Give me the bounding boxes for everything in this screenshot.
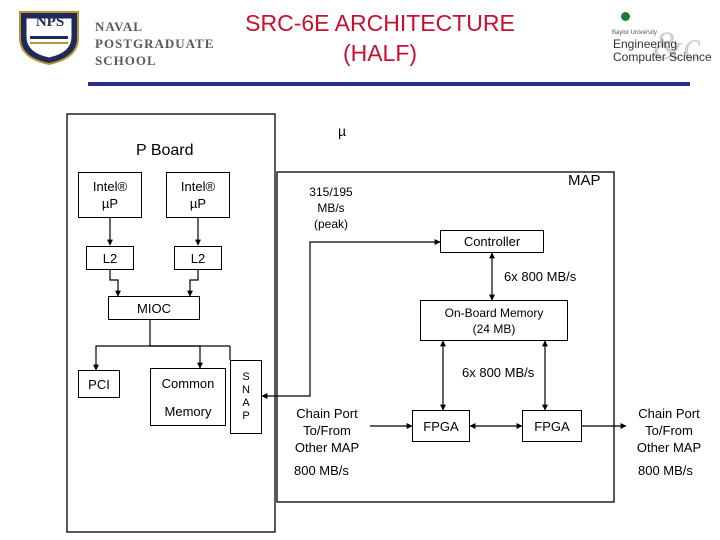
ecs-logo: Engineering Computer Science: [613, 38, 712, 64]
fpga-bandwidth: 6x 800 MB/s: [462, 365, 535, 380]
pci: PCI: [78, 370, 120, 398]
mioc: MIOC: [108, 296, 200, 320]
nps-wordmark-line: NAVAL: [95, 19, 143, 34]
chain-port-right: Chain Port To/From Other MAP: [636, 406, 702, 455]
snap-bandwidth-label: 315/195 MB/s (peak): [309, 185, 353, 231]
controller-bandwidth: 6x 800 MB/s: [504, 269, 577, 284]
common-memory-line: Common: [161, 375, 215, 391]
chain-port-left: Chain Port To/From Other MAP: [294, 406, 360, 455]
p-board-label: P Board: [136, 142, 194, 159]
ecs-line: Computer Science: [613, 50, 712, 64]
mu-symbol: µ: [338, 123, 347, 139]
snap: S N A P: [230, 360, 262, 434]
onboard-memory: On-Board Memory (24 MB): [420, 300, 568, 341]
nps-shield-text: NPS: [35, 14, 65, 30]
nps-wordmark-line: SCHOOL: [95, 53, 157, 68]
map-label: MAP: [568, 172, 601, 189]
common-memory-line: Memory: [164, 403, 212, 419]
cpu-right: Intel® µP: [166, 172, 230, 218]
l2-cache-right: L2: [174, 246, 222, 270]
nps-logo: [14, 8, 84, 66]
ecs-university: Baylor University: [612, 30, 658, 36]
fpga-right: FPGA: [522, 410, 582, 442]
cpu-left: Intel® µP: [78, 172, 142, 218]
slide-title-line1: SRC-6E ARCHITECTURE: [245, 10, 515, 36]
chain-port-left-bandwidth: 800 MB/s: [294, 463, 349, 478]
nps-wordmark-line: POSTGRADUATE: [95, 36, 215, 51]
ecs-line: Engineering: [613, 37, 678, 51]
common-memory: Common Memory: [150, 368, 226, 426]
l2-cache-left: L2: [86, 246, 134, 270]
title-rule: [88, 82, 690, 86]
chain-port-right-bandwidth: 800 MB/s: [638, 463, 693, 478]
controller: Controller: [440, 230, 544, 253]
ecs-script-mark: &c: [652, 23, 701, 68]
nps-wordmark: NAVAL POSTGRADUATE SCHOOL: [95, 18, 214, 69]
fpga-left: FPGA: [412, 410, 470, 442]
ecs-logo-dot: [621, 12, 630, 21]
slide-title-line2: (HALF): [342, 40, 418, 66]
slide-title: SRC-6E ARCHITECTURE (HALF): [200, 8, 560, 68]
